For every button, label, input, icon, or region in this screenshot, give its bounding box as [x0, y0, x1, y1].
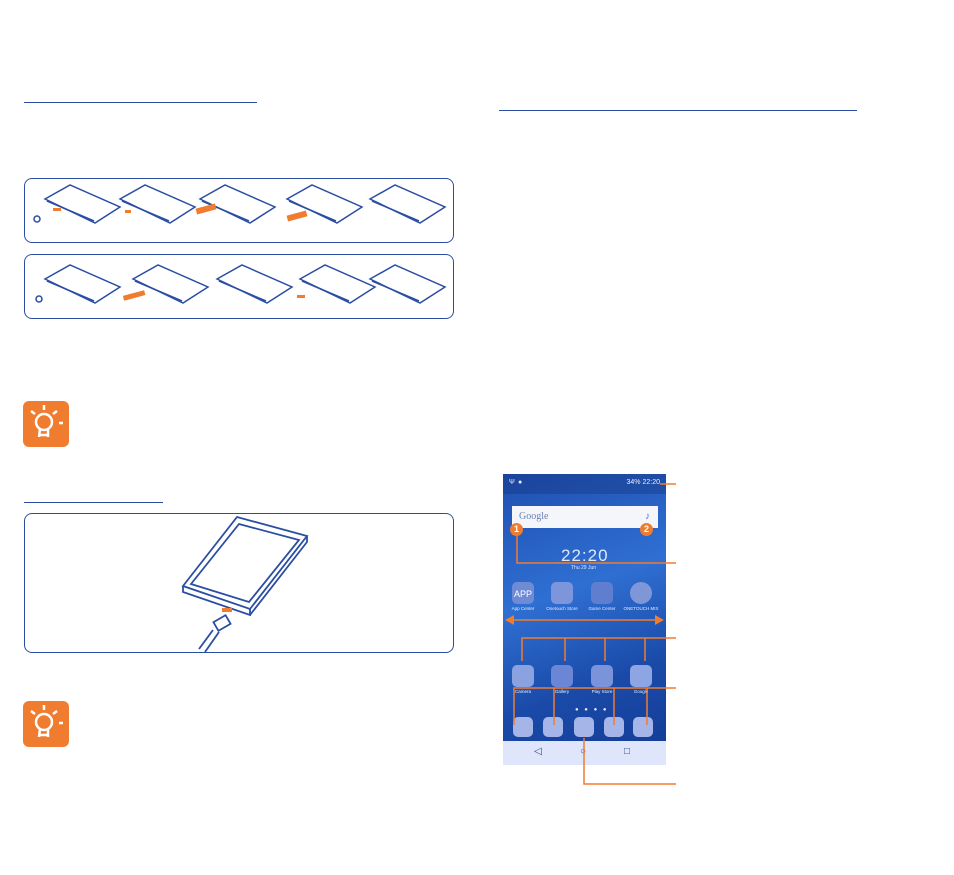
google-label: Google	[519, 511, 548, 522]
sim-insertion-illustration-row-2	[24, 254, 454, 319]
sim-insertion-illustration-row-1	[24, 178, 454, 243]
app-label: Camera	[503, 689, 543, 694]
home-icon[interactable]: ○	[580, 746, 586, 757]
page-indicator: ● ● ● ●	[575, 707, 609, 713]
browser-icon[interactable]	[633, 717, 653, 737]
gallery-icon[interactable]	[551, 665, 573, 687]
section-rule-top-right	[499, 110, 857, 111]
google-folder-icon[interactable]	[630, 665, 652, 687]
home-screen-screenshot: Ψ ● 34% 22:20 Google ♪ 22:20 Thu 29 Jun …	[503, 474, 666, 765]
recent-apps-icon[interactable]: □	[624, 746, 630, 757]
google-search-bar[interactable]: Google ♪	[512, 506, 658, 528]
tip-icon	[23, 701, 69, 747]
charging-illustration	[24, 513, 454, 653]
usb-icon: Ψ	[509, 479, 515, 486]
section-rule-top-left	[24, 102, 257, 103]
back-icon[interactable]: ◁	[534, 746, 542, 757]
status-right: 34% 22:20	[627, 479, 660, 486]
messaging-icon[interactable]	[604, 717, 624, 737]
camera-icon[interactable]	[512, 665, 534, 687]
app-center-icon[interactable]: APP	[512, 582, 534, 604]
section-rule-charging	[24, 502, 163, 503]
clock-date: Thu 29 Jun	[571, 565, 596, 571]
clock-time: 22:20	[561, 546, 609, 566]
status-bar: Ψ ● 34% 22:20	[503, 474, 666, 494]
play-store-icon[interactable]	[591, 665, 613, 687]
all-apps-icon[interactable]	[574, 717, 594, 737]
notification-icon: ●	[518, 479, 522, 486]
lightbulb-icon	[23, 701, 69, 747]
app-label: App Center	[503, 606, 543, 611]
app-label: ONETOUCH MIX	[621, 606, 661, 611]
onetouch-mix-icon[interactable]	[630, 582, 652, 604]
sim-steps-illustration	[25, 179, 453, 242]
onetouch-store-icon[interactable]	[551, 582, 573, 604]
microphone-icon[interactable]: ♪	[645, 511, 650, 522]
phone-charging-illustration	[25, 514, 453, 652]
phone-icon[interactable]	[513, 717, 533, 737]
tip-icon	[23, 401, 69, 447]
app-label: Gallery	[542, 689, 582, 694]
game-center-icon[interactable]	[591, 582, 613, 604]
callout-badge: 1	[510, 523, 523, 536]
app-label: Game Center	[582, 606, 622, 611]
app-label: Google	[621, 689, 661, 694]
email-icon[interactable]	[543, 717, 563, 737]
lightbulb-icon	[23, 401, 69, 447]
app-label: Play Store	[582, 689, 622, 694]
callout-badge: 2	[640, 523, 653, 536]
app-label: Onetouch Store	[542, 606, 582, 611]
sd-steps-illustration	[25, 255, 453, 318]
